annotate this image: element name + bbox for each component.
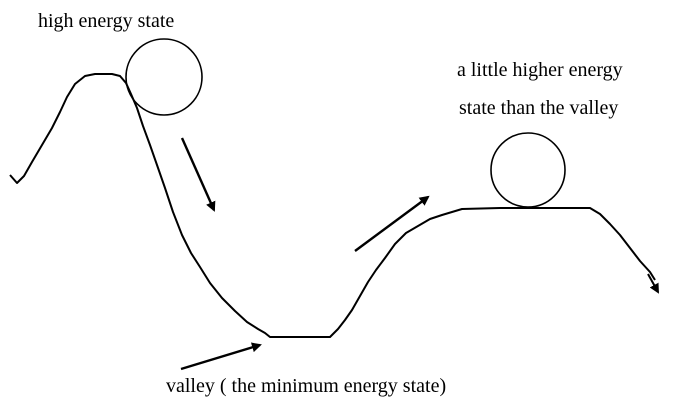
high-energy-label: high energy state: [38, 11, 174, 31]
high-energy-ball: [126, 39, 202, 115]
local-minimum-label-line1: a little higher energy: [457, 60, 623, 80]
local-minimum-ball: [491, 133, 565, 207]
up-arrow: [355, 197, 428, 251]
valley-pointer-arrow: [181, 345, 260, 369]
local-minimum-label-line2: state than the valley: [459, 98, 618, 118]
valley-label: valley ( the minimum energy state): [166, 376, 446, 396]
down-arrow: [182, 138, 214, 210]
